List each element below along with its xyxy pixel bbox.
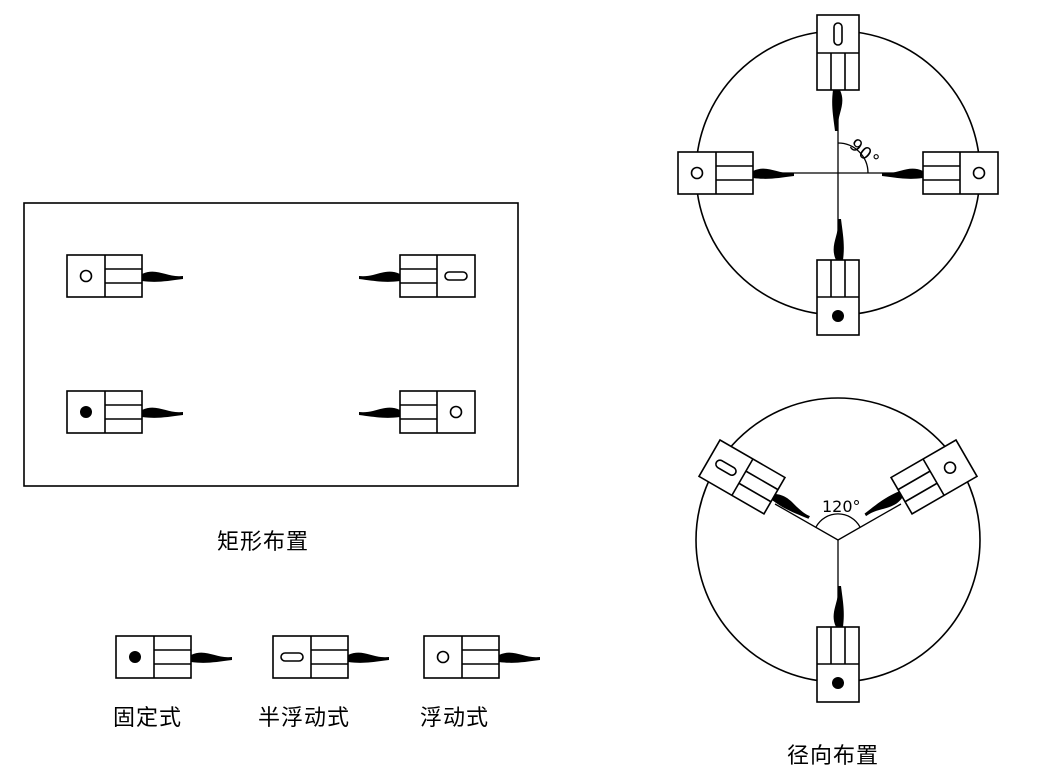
cell-bottom bbox=[817, 586, 859, 702]
cell-bottom bbox=[817, 219, 859, 335]
cell-top bbox=[817, 15, 859, 131]
angle-label-120: 120° bbox=[822, 497, 861, 516]
legend-semi-floating-label: 半浮动式 bbox=[258, 706, 351, 731]
legend-floating-symbol bbox=[424, 636, 540, 678]
legend-floating-label: 浮动式 bbox=[420, 706, 490, 731]
radial-three bbox=[695, 397, 981, 702]
radial-four bbox=[678, 15, 998, 335]
cell-bottom-right bbox=[359, 391, 475, 433]
angle-arc bbox=[837, 142, 869, 174]
rect-layout-caption: 矩形布置 bbox=[217, 530, 310, 555]
legend-fixed-label: 固定式 bbox=[113, 706, 183, 731]
cell-top-right bbox=[359, 255, 475, 297]
cell-top-left bbox=[67, 255, 183, 297]
legend-symbols bbox=[116, 636, 540, 678]
legend-semi-floating-symbol bbox=[273, 636, 389, 678]
cell-bottom-left bbox=[67, 391, 183, 433]
angle-arc bbox=[815, 513, 861, 528]
cell-left bbox=[678, 152, 794, 194]
rect-layout bbox=[23, 202, 519, 487]
platform-outline bbox=[23, 202, 519, 487]
legend-fixed-symbol bbox=[116, 636, 232, 678]
radial-layout-caption: 径向布置 bbox=[787, 744, 880, 769]
cell-right bbox=[882, 152, 998, 194]
